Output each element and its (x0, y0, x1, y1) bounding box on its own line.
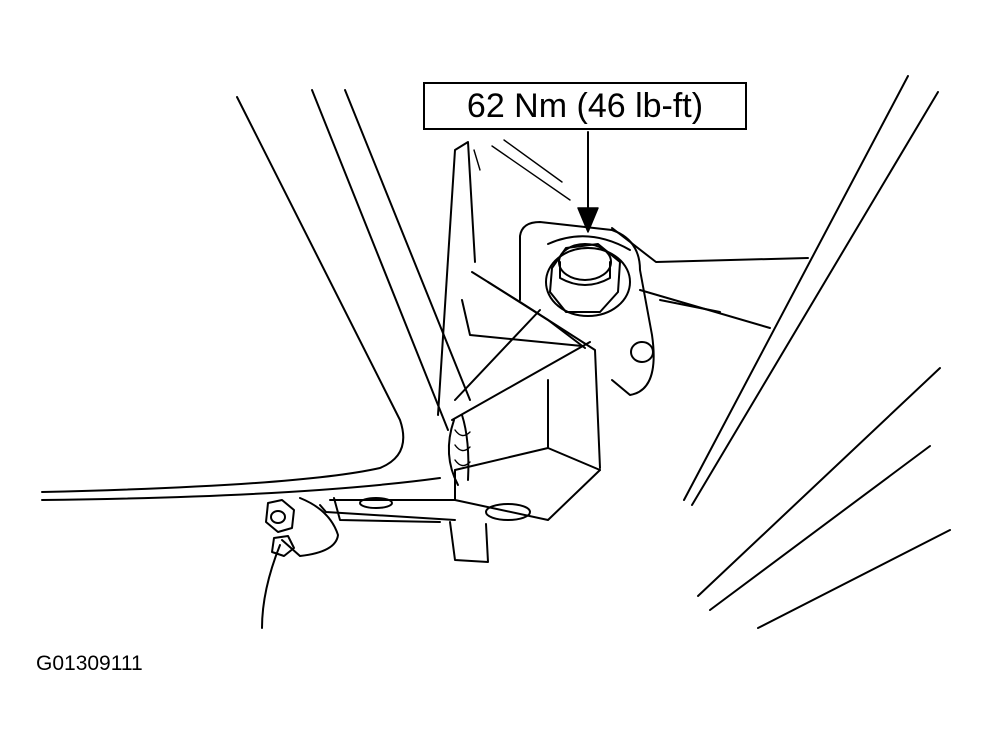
torque-arrow (577, 131, 599, 233)
bolt (545, 235, 631, 317)
torque-callout: 62 Nm (46 lb-ft) (423, 82, 747, 130)
hatch-lines (473, 139, 571, 201)
right-panels (611, 75, 951, 629)
long-panel-left (41, 89, 471, 501)
lower-bracket (261, 497, 489, 629)
bracket-body (437, 141, 655, 521)
figure-id: G01309111 (36, 652, 143, 675)
